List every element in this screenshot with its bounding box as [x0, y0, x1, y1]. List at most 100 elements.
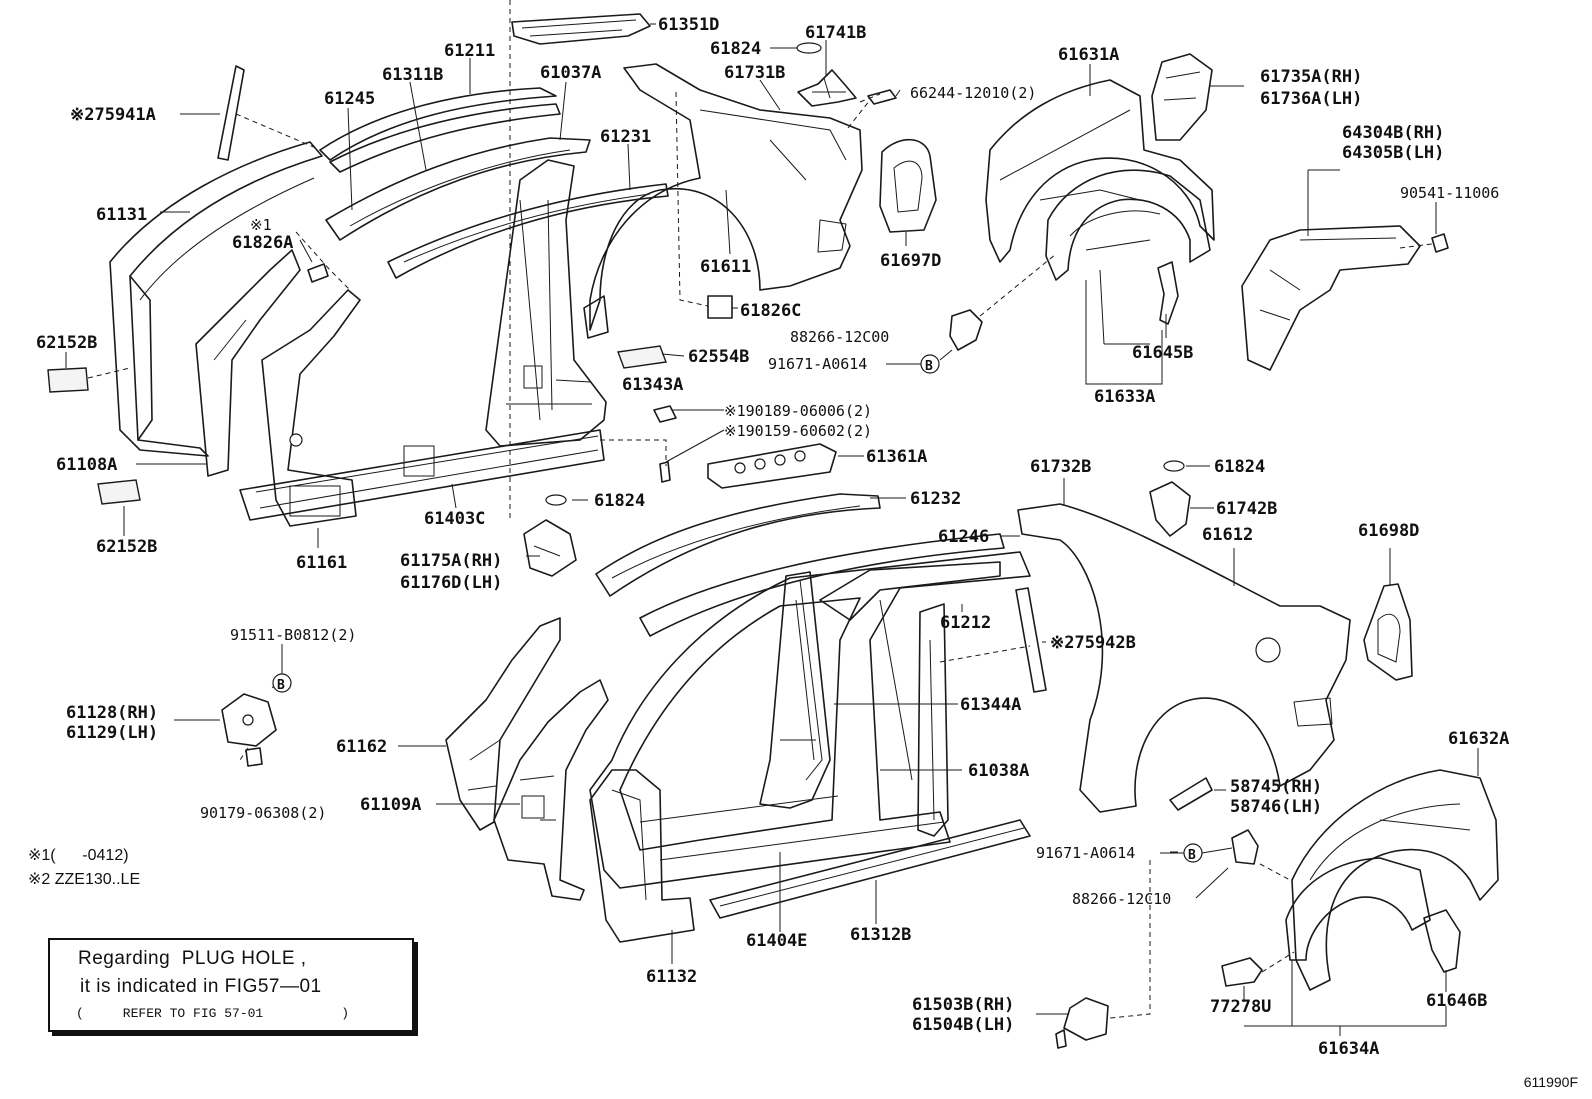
- part-61162[interactable]: [445, 617, 561, 831]
- part-61631a[interactable]: [985, 79, 1215, 263]
- svg-text:B: B: [277, 678, 285, 693]
- label-91671-a: 91671-A0614: [768, 355, 867, 373]
- part-61612[interactable]: [1017, 503, 1351, 813]
- part-61351d[interactable]: [511, 13, 651, 45]
- label-61698d: 61698D: [1358, 521, 1419, 541]
- plug-box-line-2: it is indicated in FIG57—01: [80, 976, 322, 997]
- part-61632a[interactable]: [1291, 769, 1499, 991]
- figure-code: 611990F: [1523, 1074, 1578, 1090]
- label-61162: 61162: [336, 737, 387, 757]
- label-61646b: 61646B: [1426, 991, 1487, 1011]
- label-61344a: 61344A: [960, 695, 1021, 715]
- part-61128[interactable]: [221, 693, 277, 747]
- part-58745[interactable]: [1169, 777, 1213, 811]
- label-61824-b: 61824: [1214, 457, 1265, 477]
- part-88266-12c00[interactable]: [949, 309, 983, 351]
- part-64304b[interactable]: [1241, 225, 1421, 371]
- part-61633a[interactable]: [1045, 169, 1211, 281]
- part-61131[interactable]: [109, 141, 323, 457]
- part-61361a[interactable]: [707, 443, 837, 489]
- bolt-marker-upper: B: [886, 349, 953, 374]
- part-61503b[interactable]: [1055, 997, 1109, 1049]
- label-61246: 61246: [938, 527, 989, 547]
- label-61131: 61131: [96, 205, 147, 225]
- part-61245[interactable]: [325, 137, 591, 241]
- part-62152b-lower[interactable]: [97, 479, 141, 505]
- part-66244[interactable]: [867, 89, 897, 105]
- label-61826a-note: ※1: [250, 216, 272, 234]
- label-91511: 91511-B0812(2): [230, 626, 356, 644]
- part-61161[interactable]: [261, 289, 361, 527]
- part-61741b[interactable]: [797, 69, 857, 107]
- part-77278u[interactable]: [1221, 957, 1263, 987]
- part-roof-side-rail-upper[interactable]: [319, 87, 561, 173]
- part-90189-clip[interactable]: [653, 405, 677, 423]
- part-61634a[interactable]: [1285, 857, 1431, 961]
- label-61826a: 61826A: [232, 233, 293, 253]
- part-61175a[interactable]: [523, 519, 577, 577]
- leader-lines: [65, 23, 1479, 1036]
- label-61503b: 61503B(RH): [912, 995, 1014, 1015]
- label-88266-a: 88266-12C00: [790, 328, 889, 346]
- part-61824-plug-mid[interactable]: [545, 494, 567, 506]
- footnotes: ※1( -0412) ※2 ZZE130..LE: [28, 844, 140, 892]
- part-61246[interactable]: [639, 533, 1005, 637]
- label-90541: 90541-11006: [1400, 184, 1499, 202]
- part-61108a[interactable]: [195, 249, 301, 477]
- part-90541-11006[interactable]: [1431, 233, 1449, 253]
- label-66244: 66244-12010(2): [910, 84, 1036, 102]
- part-61232[interactable]: [595, 493, 881, 597]
- label-61645b: 61645B: [1132, 343, 1193, 363]
- label-61132: 61132: [646, 967, 697, 987]
- plug-box-line-3: ( REFER TO FIG 57-01 ): [76, 1006, 350, 1021]
- label-61351d: 61351D: [658, 15, 719, 35]
- part-61038a[interactable]: [917, 603, 949, 837]
- part-61826c[interactable]: [707, 295, 733, 319]
- label-64304b: 64304B(RH): [1342, 123, 1444, 143]
- part-labels: 61351D 61824 61741B 61211 61311B 61037A …: [36, 15, 1509, 1059]
- part-61824-plug-top[interactable]: [796, 42, 822, 54]
- label-61311b: 61311B: [382, 65, 443, 85]
- part-75941a[interactable]: [217, 65, 245, 161]
- part-62152b-upper[interactable]: [47, 367, 89, 393]
- part-61698d[interactable]: [1363, 583, 1413, 681]
- label-75942b: ※275942B: [1050, 633, 1136, 653]
- label-90189: ※190189-06006(2): [724, 402, 872, 420]
- part-61344a[interactable]: [759, 571, 831, 809]
- part-61403c-sill[interactable]: [239, 429, 605, 521]
- part-61109a[interactable]: [493, 679, 609, 901]
- label-61403c: 61403C: [424, 509, 485, 529]
- label-61037a: 61037A: [540, 63, 601, 83]
- part-61735a[interactable]: [1151, 53, 1213, 141]
- part-61826a[interactable]: [307, 263, 329, 283]
- label-58745: 58745(RH): [1230, 777, 1322, 797]
- label-61736a: 61736A(LH): [1260, 89, 1362, 109]
- part-61132[interactable]: [589, 769, 695, 943]
- part-61037a[interactable]: [485, 159, 607, 447]
- part-61231[interactable]: [387, 183, 669, 279]
- part-61824-plug-right[interactable]: [1163, 460, 1185, 472]
- part-88266-12c10[interactable]: [1231, 829, 1259, 865]
- label-61232: 61232: [910, 489, 961, 509]
- part-61312b-side-outer[interactable]: [589, 551, 1031, 889]
- part-75942b[interactable]: [1015, 587, 1047, 693]
- part-61212[interactable]: [819, 561, 1001, 621]
- label-61231: 61231: [600, 127, 651, 147]
- part-61646b[interactable]: [1423, 909, 1461, 973]
- plug-box-line-1: Regarding PLUG HOLE ,: [78, 948, 307, 969]
- label-61632a: 61632A: [1448, 729, 1509, 749]
- part-61742b[interactable]: [1149, 481, 1191, 537]
- label-61741b: 61741B: [805, 23, 866, 43]
- label-61824-a: 61824: [710, 39, 761, 59]
- label-61161: 61161: [296, 553, 347, 573]
- part-61404e[interactable]: [709, 819, 1031, 919]
- part-61697d[interactable]: [879, 138, 937, 233]
- part-62554b[interactable]: [617, 345, 667, 369]
- label-61631a: 61631A: [1058, 45, 1119, 65]
- part-90159-bolt[interactable]: [659, 461, 671, 483]
- part-61611[interactable]: [583, 63, 863, 339]
- part-90179[interactable]: [245, 747, 263, 767]
- label-61312b: 61312B: [850, 925, 911, 945]
- part-61645b[interactable]: [1157, 261, 1179, 325]
- label-61697d: 61697D: [880, 251, 941, 271]
